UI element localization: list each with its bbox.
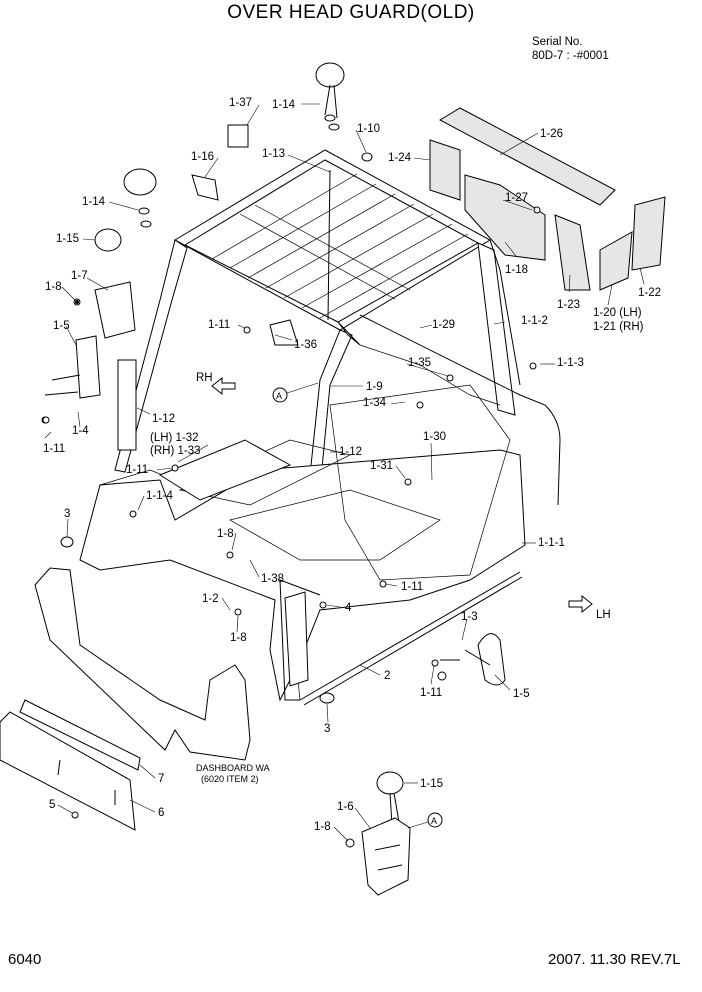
label-1-8-bottom: 1-8: [314, 821, 331, 833]
label-1-1-1: 1-1-1: [538, 537, 565, 549]
label-1-20: 1-20 (LH): [593, 307, 642, 319]
label-4: 4: [345, 602, 352, 614]
callout-a-upper: [272, 387, 288, 403]
dashboard-note-line1: DASHBOARD WA: [196, 763, 270, 773]
label-6: 6: [158, 807, 164, 819]
right-mirror: [437, 633, 506, 686]
label-1-10: 1-10: [357, 123, 380, 135]
callout-a-lower: [427, 812, 443, 828]
label-1-31: 1-31: [370, 460, 393, 472]
label-7: 7: [158, 773, 164, 785]
label-5: 5: [49, 799, 55, 811]
part-1-10: [361, 152, 373, 162]
part-1-16: [191, 174, 219, 201]
label-2: 2: [384, 670, 390, 682]
label-1-27: 1-27: [505, 192, 528, 204]
label-1-16: 1-16: [191, 151, 214, 163]
label-1-22: 1-22: [638, 287, 661, 299]
label-1-34: 1-34: [363, 397, 387, 409]
label-1-9: 1-9: [366, 381, 383, 393]
label-1-2: 1-2: [202, 593, 219, 605]
rh-direction-arrow: [211, 376, 236, 396]
label-1-4: 1-4: [72, 425, 89, 437]
label-1-38: 1-38: [261, 573, 284, 585]
lh-direction-arrow: [568, 594, 593, 614]
callout-a-upper-label: A: [276, 391, 282, 401]
label-1-11-lower: 1-11: [420, 687, 442, 699]
direction-lh: LH: [596, 609, 611, 621]
part-labels: 1-37 1-14 1-10 1-26 1-16 1-13 1-24 1-27 …: [43, 97, 661, 833]
serial-label: Serial No.: [532, 36, 583, 48]
label-1-12-right: 1-12: [339, 446, 362, 458]
label-1-12-left: 1-12: [152, 413, 175, 425]
label-1-33: (RH) 1-33: [150, 445, 200, 457]
label-1-11-left: 1-11: [43, 443, 65, 455]
floor-plates: [158, 319, 299, 501]
page-number: 6040: [8, 951, 42, 968]
label-1-21: 1-21 (RH): [593, 321, 644, 333]
label-1-35: 1-35: [408, 357, 431, 369]
label-1-29: 1-29: [432, 319, 455, 331]
label-3-left: 3: [64, 508, 70, 520]
label-1-15-lower: 1-15: [420, 778, 443, 790]
label-1-15-left: 1-15: [56, 233, 79, 245]
label-1-7: 1-7: [71, 270, 88, 282]
label-1-11-right: 1-11: [401, 581, 423, 593]
serial-value: 80D-7 : -#0001: [532, 50, 609, 62]
body-frame: [79, 344, 526, 702]
date-revision: 2007. 11.30 REV.7L: [548, 951, 681, 968]
label-1-6: 1-6: [337, 801, 354, 813]
label-1-11-upper: 1-11: [208, 319, 230, 331]
left-lamp-assembly: [41, 168, 157, 451]
label-1-26: 1-26: [540, 128, 563, 140]
label-1-13: 1-13: [262, 148, 285, 160]
label-1-1-3: 1-1-3: [557, 357, 584, 369]
label-1-18: 1-18: [505, 264, 528, 276]
seal-1-29: [359, 314, 561, 506]
label-1-37: 1-37: [229, 97, 252, 109]
label-1-5-left: 1-5: [53, 320, 70, 332]
bottom-lamp-bracket: [345, 771, 411, 896]
roof-guard: [173, 149, 492, 331]
page-title: OVER HEAD GUARD(OLD): [227, 2, 475, 23]
direction-rh: RH: [196, 372, 213, 384]
label-1-3: 1-3: [461, 611, 478, 623]
side-rails: [60, 536, 523, 706]
label-1-8-mid: 1-8: [217, 528, 234, 540]
label-1-36: 1-36: [294, 339, 317, 351]
label-1-11-mid: 1-11: [126, 464, 148, 476]
leader-lines: [44, 103, 645, 842]
label-1-23: 1-23: [557, 299, 580, 311]
label-1-5-right: 1-5: [513, 688, 530, 700]
label-1-24: 1-24: [388, 152, 412, 164]
label-1-1-2: 1-1-2: [521, 315, 548, 327]
rear-panels: [429, 107, 666, 291]
label-1-14-left: 1-14: [82, 196, 106, 208]
label-1-14-top: 1-14: [272, 99, 296, 111]
work-lamp-top: [315, 62, 345, 88]
dashboard-note-line2: (6020 ITEM 2): [201, 774, 259, 784]
part-1-37: [227, 124, 249, 148]
dashboard-panels: [0, 567, 251, 831]
label-1-32: (LH) 1-32: [150, 432, 199, 444]
label-1-8-left: 1-8: [45, 281, 62, 293]
label-1-1-4: 1-1-4: [146, 490, 173, 502]
callout-a-lower-label: A: [431, 816, 437, 826]
top-parts: [191, 62, 373, 321]
label-1-8-lower: 1-8: [230, 632, 247, 644]
label-1-30: 1-30: [423, 431, 446, 443]
label-3-lower: 3: [324, 723, 330, 735]
